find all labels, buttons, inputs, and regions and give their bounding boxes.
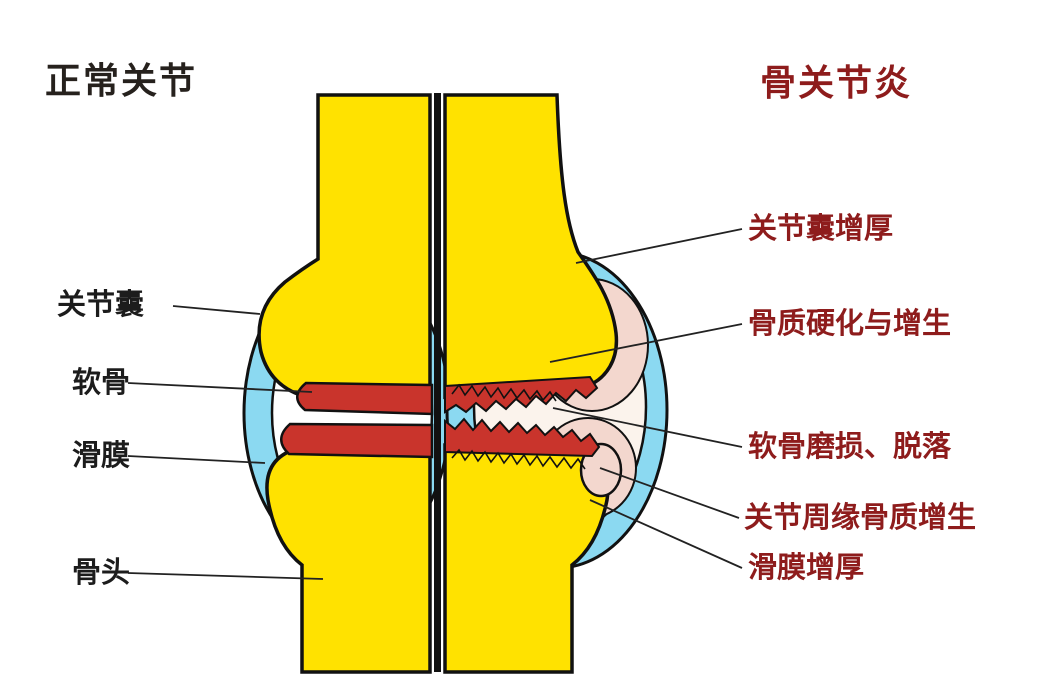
oa-lower-cartilage-worn-shape — [444, 417, 601, 458]
normal-upper-cartilage-shape — [296, 381, 434, 416]
label-joint-capsule: 关节囊 — [57, 289, 145, 321]
label-capsule-thickening: 关节囊增厚 — [748, 213, 894, 245]
label-synovium-thickening: 滑膜增厚 — [748, 552, 865, 584]
normal-joint-drawing — [242, 93, 452, 674]
normal-tibia-shape — [265, 440, 432, 674]
oa-osteophyte-shape — [579, 442, 623, 498]
osteoarthritis-title: 骨关节炎 — [760, 62, 913, 103]
oa-lower-wear-hatching — [451, 448, 586, 470]
leader-sclerosis — [549, 323, 743, 363]
label-bone-sclerosis: 骨质硬化与增生 — [748, 308, 952, 340]
normal-femur-shape — [257, 93, 432, 407]
leader-osteophyte — [599, 467, 740, 519]
leader-bone — [127, 572, 324, 580]
normal-joint-title: 正常关节 — [45, 60, 198, 101]
center-divider-line — [434, 93, 441, 672]
label-marginal-osteophyte: 关节周缘骨质增生 — [744, 502, 977, 534]
leader-synovium-thickening — [589, 499, 743, 569]
osteoarthritis-joint-drawing — [443, 93, 669, 674]
leader-joint-capsule — [172, 305, 261, 315]
leader-cartilage-wear — [552, 407, 743, 448]
label-bone: 骨头 — [72, 557, 131, 589]
leader-capsule-thickening — [575, 228, 743, 264]
label-synovium: 滑膜 — [72, 440, 131, 472]
leader-lines — [127, 228, 743, 580]
oa-upper-wear-hatching — [451, 383, 557, 402]
leader-cartilage — [127, 382, 313, 393]
normal-lower-cartilage-shape — [280, 422, 434, 459]
leader-synovium — [127, 455, 266, 464]
label-cartilage-wear: 软骨磨损、脱落 — [748, 431, 952, 463]
label-cartilage: 软骨 — [72, 367, 131, 399]
